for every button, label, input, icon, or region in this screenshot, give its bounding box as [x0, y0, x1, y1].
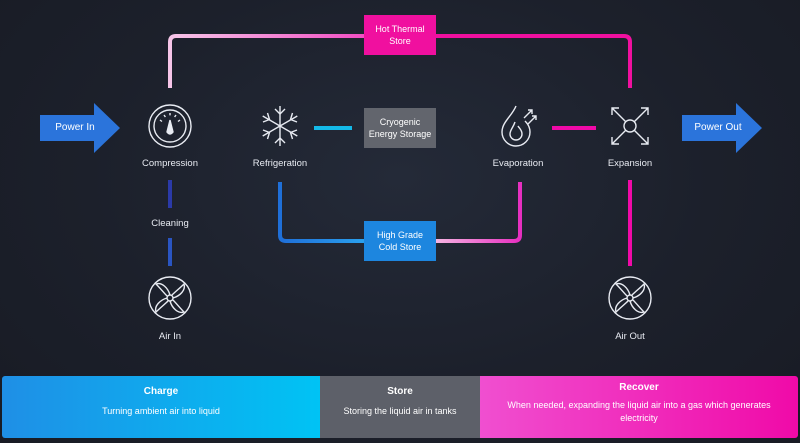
air-out-label: Air Out: [615, 331, 645, 342]
cryogenic-storage-box: Cryogenic Energy Storage: [364, 108, 436, 148]
expansion-label: Expansion: [607, 158, 653, 169]
fan-icon: [606, 274, 654, 322]
fan-icon: [146, 274, 194, 322]
cold-store-box: High Grade Cold Store: [364, 221, 436, 261]
arrow-right-icon: [40, 103, 120, 153]
line-hot-store-expansion: [436, 34, 632, 88]
air-in-label: Air In: [158, 331, 182, 342]
evaporation-flame-icon: [494, 102, 542, 150]
line-cold-store-evaporation: [436, 182, 522, 243]
arrow-right-icon: [682, 103, 762, 153]
line-refrigeration-cold-store: [278, 182, 364, 243]
cleaning-label: Cleaning: [151, 218, 189, 229]
power-out-label: Power Out: [694, 122, 742, 133]
recover-title: Recover: [619, 382, 659, 393]
recover-panel: Recover When needed, expanding the liqui…: [480, 376, 798, 438]
compression-label: Compression: [142, 158, 198, 169]
recover-description: When needed, expanding the liquid air in…: [507, 400, 771, 423]
power-in-label: Power In: [55, 122, 95, 133]
store-description: Storing the liquid air in tanks: [343, 406, 457, 416]
charge-title: Charge: [143, 386, 179, 397]
store-title: Store: [387, 386, 413, 397]
charge-panel: Charge Turning ambient air into liquid: [2, 376, 320, 438]
power-out-arrow: Power Out: [682, 103, 762, 153]
evaporation-label: Evaporation: [492, 158, 544, 169]
cold-store-label: High Grade Cold Store: [376, 230, 424, 252]
expand-arrows-icon: [606, 102, 654, 150]
power-in-arrow: Power In: [40, 103, 120, 153]
charge-description: Turning ambient air into liquid: [102, 406, 220, 416]
refrigeration-label: Refrigeration: [252, 158, 308, 169]
store-panel: Store Storing the liquid air in tanks: [320, 376, 480, 438]
hot-thermal-store-box: Hot Thermal Store: [364, 15, 436, 55]
snowflake-icon: [256, 102, 304, 150]
hot-thermal-store-label: Hot Thermal Store: [375, 24, 425, 46]
gauge-icon: [146, 102, 194, 150]
cryogenic-storage-label: Cryogenic Energy Storage: [368, 117, 432, 139]
line-compression-hot-store: [168, 34, 364, 88]
